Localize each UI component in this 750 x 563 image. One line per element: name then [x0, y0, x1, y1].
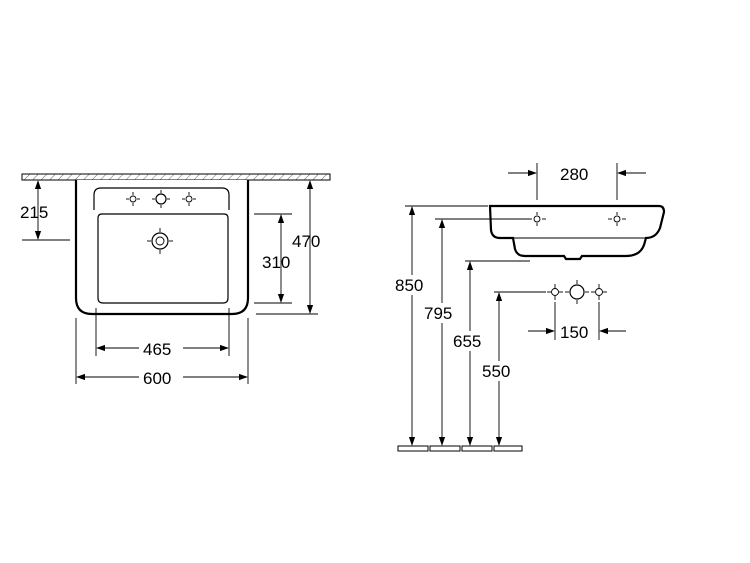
fitting-left-icon	[547, 284, 563, 300]
dimension-795-label: 795	[424, 304, 452, 323]
dimension-215: 215	[20, 180, 70, 241]
dimension-550-label: 550	[482, 362, 510, 381]
dimension-310: 310	[254, 213, 292, 304]
basin-side-profile	[488, 204, 666, 261]
dimension-310-label: 310	[262, 253, 290, 272]
dimension-215-label: 215	[20, 203, 48, 222]
front-view: 215 310 470 465 600	[20, 173, 331, 388]
tap-hole-center-icon	[152, 190, 170, 208]
drain-icon	[147, 228, 173, 254]
basin-outline	[74, 180, 250, 316]
dimension-465: 465	[95, 308, 230, 359]
fitting-waste-icon	[565, 280, 589, 304]
tap-hole-left-icon	[126, 192, 140, 206]
dimension-280: 280	[508, 163, 646, 200]
dimension-850-label: 850	[395, 276, 423, 295]
dimension-550: 550	[480, 292, 518, 446]
dimension-470-label: 470	[292, 232, 320, 251]
dimension-150-label: 150	[560, 323, 588, 342]
floor-line	[397, 445, 523, 452]
basin-bowl	[97, 213, 229, 304]
dimension-280-label: 280	[560, 165, 588, 184]
dimension-655-label: 655	[453, 332, 481, 351]
dimension-795: 795	[422, 219, 460, 446]
side-tap-hole-right-icon	[608, 212, 626, 226]
dimension-850: 850	[394, 206, 432, 446]
dimension-600: 600	[75, 318, 249, 388]
dimension-465-label: 465	[143, 340, 171, 359]
dimension-600-label: 600	[143, 369, 171, 388]
dimension-470: 470	[256, 180, 320, 315]
dimension-150: 150	[528, 302, 626, 342]
tap-deck	[93, 187, 230, 210]
tap-hole-right-icon	[182, 192, 196, 206]
dimension-655: 655	[451, 261, 489, 446]
wall-line	[21, 173, 331, 181]
fitting-right-icon	[591, 284, 607, 300]
side-view: 280 150	[394, 163, 666, 452]
